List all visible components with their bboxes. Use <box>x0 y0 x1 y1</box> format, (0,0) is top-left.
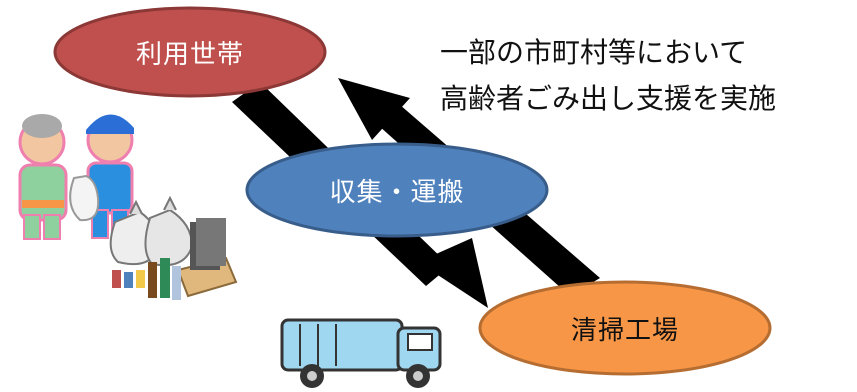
household-ellipse <box>53 6 327 98</box>
elderly-person-and-helper-illustration <box>18 114 134 240</box>
caption-line-1: 一部の市町村等において <box>440 36 748 69</box>
household-label: 利用世帯 <box>135 39 244 70</box>
collection-ellipse <box>245 142 549 238</box>
plant-ellipse <box>478 280 772 376</box>
collection-label: 収集・運搬 <box>329 177 465 208</box>
garbage-truck-illustration <box>280 318 442 388</box>
garbage-bags-and-recyclables-illustration <box>109 195 238 300</box>
caption-line-2: 高齢者ごみ出し支援を実施 <box>440 82 777 115</box>
plant-label: 清掃工場 <box>570 315 679 346</box>
support-caption: 一部の市町村等において 高齢者ごみ出し支援を実施 <box>440 30 850 122</box>
